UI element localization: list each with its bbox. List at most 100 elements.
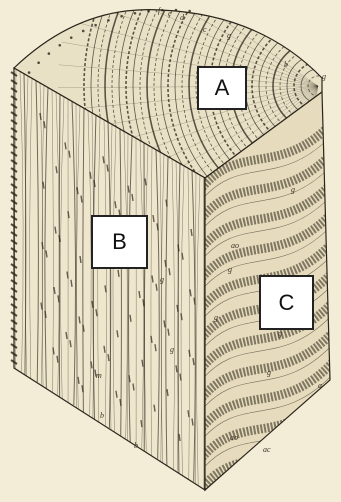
letter-right: g bbox=[267, 368, 271, 377]
ray-fleck bbox=[92, 301, 93, 308]
ray-fleck bbox=[79, 316, 80, 323]
ray-fleck bbox=[67, 272, 68, 279]
bark-mark bbox=[188, 10, 191, 13]
ray-fleck bbox=[41, 303, 42, 310]
ray-fleck bbox=[179, 434, 180, 441]
ray-fleck bbox=[59, 235, 60, 242]
ray-fleck bbox=[78, 377, 79, 384]
ray-fleck bbox=[118, 270, 119, 277]
ray-fleck bbox=[168, 329, 169, 336]
ray-fleck bbox=[190, 289, 191, 296]
ray-fleck bbox=[143, 299, 144, 306]
ray-fleck bbox=[141, 420, 142, 427]
bark-mark bbox=[107, 19, 110, 22]
ray-fleck bbox=[132, 194, 133, 201]
ray-fleck bbox=[44, 121, 45, 128]
ray-fleck bbox=[105, 285, 106, 292]
bark-mark bbox=[147, 10, 150, 13]
ray-fleck bbox=[69, 151, 70, 158]
ray-fleck bbox=[55, 227, 56, 234]
ray-fleck bbox=[188, 410, 189, 417]
ray-fleck bbox=[117, 330, 118, 337]
ray-fleck bbox=[96, 309, 97, 316]
ray-fleck bbox=[130, 315, 131, 322]
ray-fleck bbox=[65, 142, 66, 149]
ray-fleck bbox=[167, 389, 168, 396]
bark-mark bbox=[37, 61, 40, 64]
bark-mark bbox=[70, 36, 73, 39]
ray-fleck bbox=[103, 156, 104, 163]
letter-top: g bbox=[227, 31, 231, 40]
bark-mark bbox=[58, 44, 61, 47]
ray-fleck bbox=[94, 180, 95, 187]
ray-fleck bbox=[80, 256, 81, 263]
ray-fleck bbox=[43, 182, 44, 189]
letter-corner: a bbox=[318, 381, 322, 390]
ray-fleck bbox=[58, 295, 59, 302]
ray-fleck bbox=[193, 358, 194, 365]
letter-right: ac bbox=[263, 445, 271, 454]
ray-fleck bbox=[142, 360, 143, 367]
ray-fleck bbox=[90, 172, 91, 179]
ray-fleck bbox=[71, 280, 72, 287]
ray-fleck bbox=[115, 201, 116, 208]
bark-mark bbox=[94, 24, 97, 27]
letter-top: e bbox=[168, 9, 172, 18]
label-c: C bbox=[279, 290, 295, 316]
ray-fleck bbox=[139, 291, 140, 298]
ray-fleck bbox=[45, 311, 46, 318]
letter-right: ao bbox=[230, 433, 238, 442]
letter-front: g bbox=[160, 275, 164, 284]
ray-fleck bbox=[42, 242, 43, 249]
bark-mark bbox=[82, 30, 85, 33]
ray-fleck bbox=[53, 347, 54, 354]
ray-fleck bbox=[166, 200, 167, 207]
ray-fleck bbox=[91, 361, 92, 368]
ray-fleck bbox=[107, 165, 108, 172]
letter-bottom: b bbox=[134, 441, 138, 450]
ray-fleck bbox=[156, 284, 157, 291]
ray-fleck bbox=[81, 196, 82, 203]
ray-fleck bbox=[77, 187, 78, 194]
bark-mark bbox=[161, 9, 164, 12]
ray-fleck bbox=[176, 365, 177, 372]
letter-top: c bbox=[203, 25, 207, 34]
ray-fleck bbox=[194, 298, 195, 305]
ray-fleck bbox=[82, 385, 83, 392]
ray-fleck bbox=[192, 419, 193, 426]
bark-mark bbox=[175, 9, 178, 12]
ray-fleck bbox=[151, 336, 152, 343]
ray-fleck bbox=[154, 405, 155, 412]
ray-fleck bbox=[128, 186, 129, 193]
ray-fleck bbox=[180, 374, 181, 381]
ray-fleck bbox=[116, 391, 117, 398]
label-b: B bbox=[112, 229, 127, 255]
ray-fleck bbox=[129, 375, 130, 382]
label-box-a: A bbox=[197, 66, 247, 110]
bark-mark bbox=[134, 12, 137, 15]
ray-fleck bbox=[57, 356, 58, 363]
ray-fleck bbox=[70, 340, 71, 347]
ray-fleck bbox=[104, 346, 105, 353]
ray-fleck bbox=[169, 268, 170, 275]
bark-mark bbox=[48, 52, 51, 55]
label-a: A bbox=[215, 75, 230, 101]
letter-bottom: b bbox=[100, 411, 104, 420]
ray-fleck bbox=[83, 325, 84, 332]
letter-front: g bbox=[170, 345, 174, 354]
bark-mark bbox=[28, 71, 31, 74]
ray-fleck bbox=[181, 313, 182, 320]
ray-fleck bbox=[108, 354, 109, 361]
ray-fleck bbox=[66, 332, 67, 339]
letter-right: g bbox=[214, 313, 218, 322]
letter-front: m bbox=[96, 371, 102, 380]
ray-fleck bbox=[157, 223, 158, 230]
ray-fleck bbox=[46, 250, 47, 257]
ray-fleck bbox=[177, 305, 178, 312]
ray-fleck bbox=[178, 244, 179, 251]
ray-fleck bbox=[56, 166, 57, 173]
letter-top: b bbox=[284, 60, 288, 69]
ray-fleck bbox=[191, 229, 192, 236]
